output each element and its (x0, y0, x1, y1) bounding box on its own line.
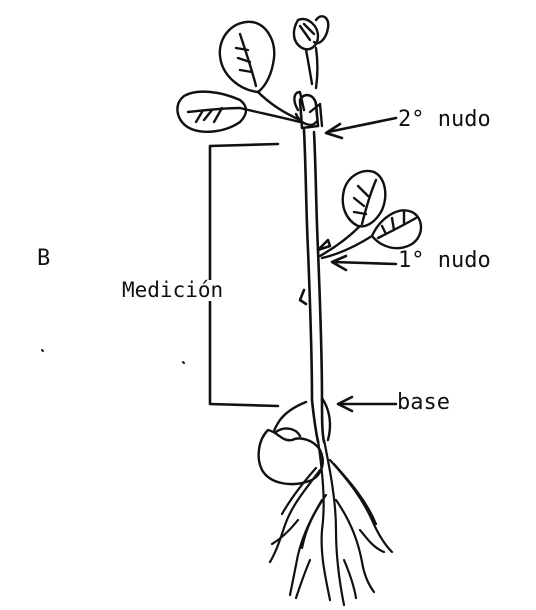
first-node-label: 1° nudo (398, 250, 491, 272)
lower-leaves (320, 171, 421, 258)
second-node-label: 2° nudo (398, 109, 491, 131)
specks (42, 350, 184, 363)
panel-label: B (37, 248, 50, 270)
measurement-bracket (210, 144, 278, 406)
measurement-label: Medición (120, 280, 225, 301)
base-arrow (338, 397, 396, 411)
base-label: base (397, 392, 450, 414)
root-system (270, 440, 392, 605)
node1-arrow (332, 256, 396, 270)
stem (300, 95, 330, 442)
node2-arrow (326, 118, 396, 138)
cotyledon (259, 398, 330, 484)
upper-leaves (177, 16, 328, 131)
